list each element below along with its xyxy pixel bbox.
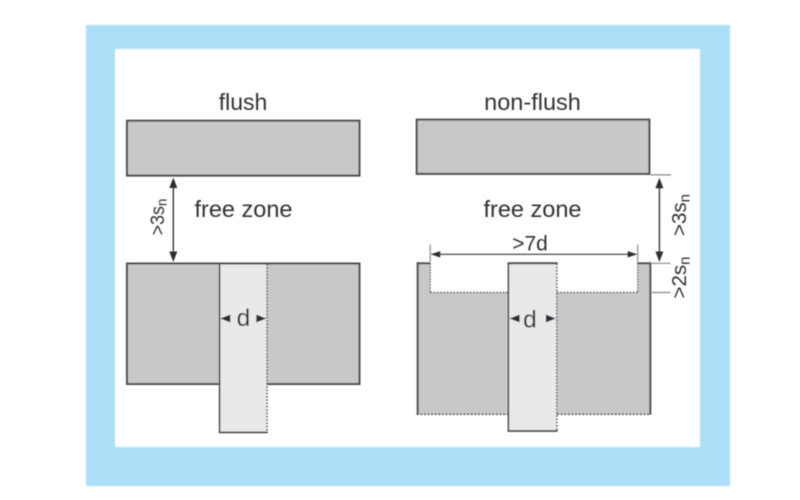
svg-text:>7d: >7d: [512, 233, 548, 256]
svg-text:d: d: [523, 307, 537, 334]
svg-text:>3sn: >3sn: [148, 199, 170, 236]
svg-text:free zone: free zone: [195, 196, 293, 222]
svg-text:d: d: [237, 305, 251, 332]
svg-text:flush: flush: [219, 89, 268, 115]
svg-text:>3sn: >3sn: [668, 194, 694, 236]
svg-text:free zone: free zone: [484, 196, 582, 222]
svg-text:non-flush: non-flush: [484, 89, 581, 115]
